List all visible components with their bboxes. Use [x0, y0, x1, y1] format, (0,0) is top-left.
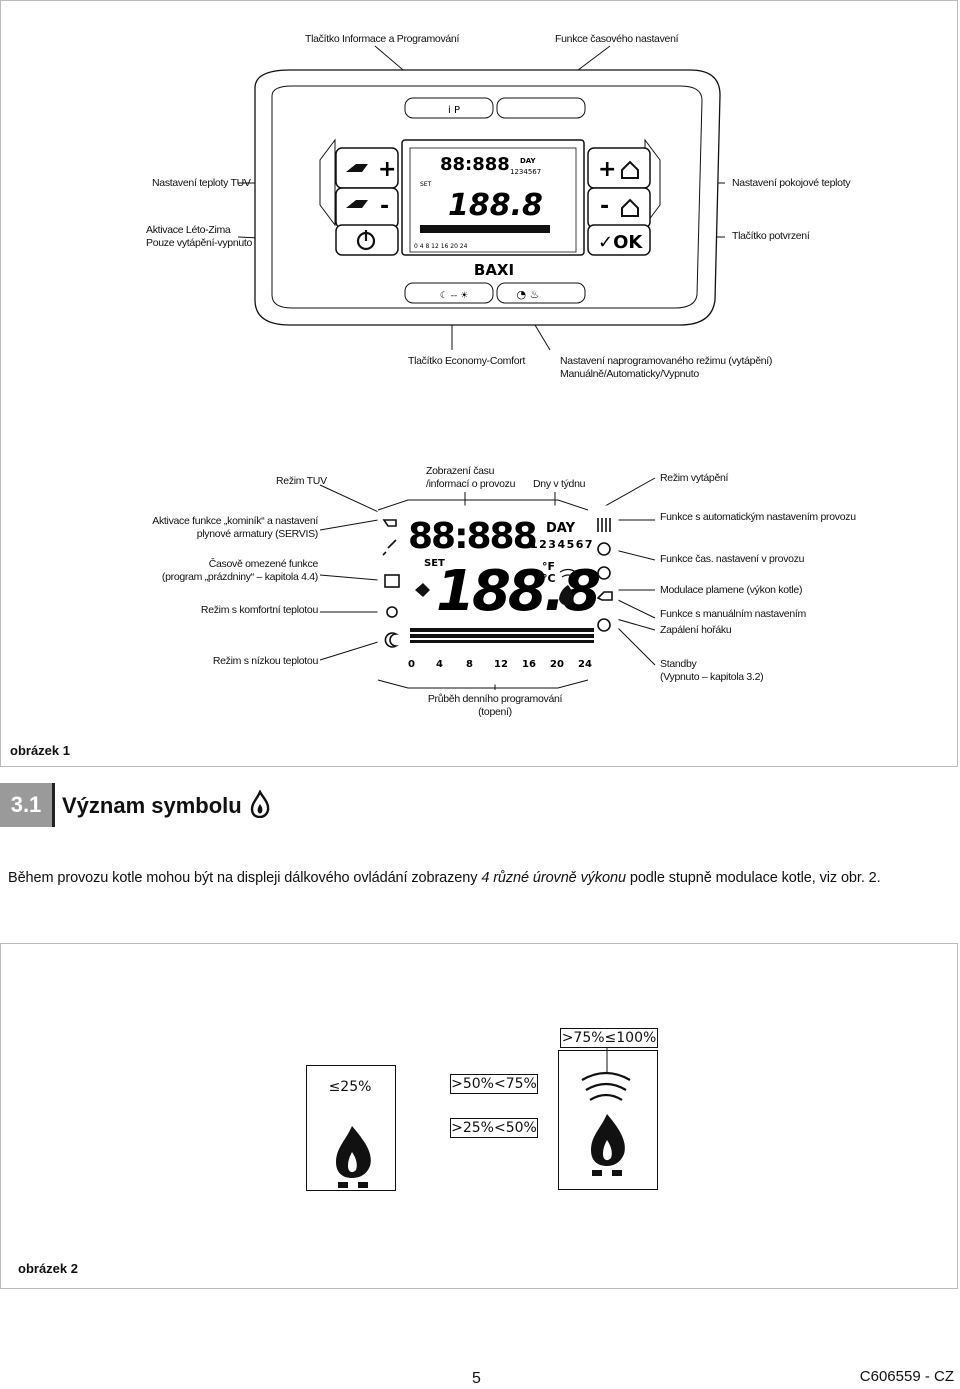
page-number: 5: [472, 1370, 481, 1387]
ok-button: [587, 224, 651, 256]
level-1-label: ≤25%: [320, 1078, 380, 1096]
label-room-temp: Nastavení pokojové teploty: [732, 177, 851, 189]
label-comfort: Režim s komfortní teplotou: [200, 604, 318, 616]
label-burner-on: Zapálení hořáku: [660, 624, 732, 636]
svg-text:SET: SET: [420, 181, 432, 188]
svg-text:188.8: 188.8: [448, 188, 543, 223]
figure-2-frame: [0, 943, 958, 1289]
label-days: Dny v týdnu: [533, 478, 586, 490]
svg-text:°F: °F: [542, 560, 555, 573]
label-flame-mod: Modulace plamene (výkon kotle): [660, 584, 803, 596]
suitcase-icon: [384, 574, 400, 588]
svg-text:✓OK: ✓OK: [598, 232, 643, 253]
hand-icon: [596, 591, 613, 601]
svg-text:8: 8: [466, 659, 473, 670]
label-timed-1: Časově omezené funkce: [208, 558, 319, 570]
svg-text:88:888: 88:888: [408, 516, 536, 557]
label-info-button: Tlačítko Informace a Programování: [305, 33, 460, 45]
label-auto-func: Funkce s automatickým nastavením provozu: [660, 511, 856, 523]
sun-icon: [386, 606, 398, 618]
level-3-label: >50%<75%: [450, 1074, 538, 1094]
section-title: Význam symbolu: [62, 789, 270, 819]
level-1-panel: [306, 1065, 396, 1191]
svg-text:88:888: 88:888: [440, 154, 510, 175]
level-4-panel: [558, 1050, 658, 1190]
info-button-glyph: i P: [448, 105, 460, 116]
label-mode-2: Manuálně/Automaticky/Vypnuto: [560, 368, 699, 380]
label-standby-1: Standby: [660, 658, 697, 670]
figure-1-frame: [0, 0, 958, 767]
svg-text:☾ -- ☀: ☾ -- ☀: [440, 291, 468, 301]
wrench-icon: [382, 539, 397, 556]
svg-text:+: +: [378, 157, 396, 182]
label-daily-prog-1: Průběh denního programování: [427, 693, 563, 705]
room-minus-button: [587, 187, 651, 229]
figure-2-caption: obrázek 2: [18, 1261, 78, 1276]
label-chimney-2: plynové armatury (SERVIS): [196, 528, 319, 540]
timer-icon: [597, 566, 611, 580]
tap-icon: [382, 519, 397, 527]
svg-text:12: 12: [494, 659, 508, 670]
svg-text:16: 16: [522, 659, 536, 670]
label-dhw-temp: Nastavení teploty TUV: [152, 177, 251, 189]
svg-text:+: +: [598, 157, 616, 182]
svg-text:°C: °C: [542, 572, 556, 585]
label-daily-prog-2: (topení): [478, 706, 512, 718]
svg-text:-: -: [380, 194, 389, 219]
label-manual-func: Funkce s manuálním nastavením: [660, 608, 806, 620]
label-chimney-1: Aktivace funkce „kominík“ a nastavení: [152, 515, 318, 527]
svg-text:SET: SET: [424, 558, 445, 569]
figure-1-caption: obrázek 1: [10, 743, 70, 758]
label-time-display-1: Zobrazení času: [426, 465, 495, 477]
label-economy-comfort: Tlačítko Economy-Comfort: [408, 355, 526, 367]
section-number: 3.1: [0, 783, 52, 827]
thermostat-drawing: i P ☾ -- ☀ ◔ ♨ + - + - ✓OK 88:888 DAY 12…: [237, 45, 725, 690]
label-dhw-mode: Režim TUV: [276, 475, 327, 487]
standby-icon: [597, 618, 611, 632]
label-mode-1: Nastavení naprogramovaného režimu (vytáp…: [560, 355, 773, 367]
svg-text:4: 4: [436, 659, 443, 670]
brand-logo: BAXI: [474, 261, 514, 279]
label-confirm: Tlačítko potvrzení: [732, 230, 810, 242]
svg-text:-: -: [600, 194, 609, 219]
clock-icon: [597, 542, 611, 556]
svg-text:1234567: 1234567: [510, 168, 541, 176]
para-text-1: Během provozu kotle mohou být na displej…: [8, 870, 482, 886]
para-text-2: podle stupně modulace kotle, viz obr. 2.: [625, 870, 881, 886]
label-heating-mode: Režim vytápění: [660, 472, 729, 484]
moon-icon: [384, 632, 399, 648]
svg-text:0: 0: [408, 659, 415, 670]
level-2-label: >25%<50%: [450, 1118, 538, 1138]
level-4-label: >75%≤100%: [560, 1028, 658, 1048]
flame-icon: [250, 789, 270, 819]
label-standby-2: (Vypnuto – kapitola 3.2): [660, 671, 764, 683]
svg-text:1234567: 1234567: [530, 538, 594, 551]
label-reduced: Režim s nízkou teplotou: [212, 655, 318, 667]
label-summer-winter-2: Pouze vytápění-vypnuto: [146, 237, 253, 249]
svg-text:188.8: 188.8: [436, 559, 599, 624]
label-timer-func: Funkce čas. nastavení v provozu: [660, 553, 805, 565]
svg-text:0 4 8 12 16 20 24: 0 4 8 12 16 20 24: [414, 243, 468, 250]
label-timed-2: (program „prázdniny“ – kapitola 4.4): [161, 571, 318, 583]
svg-text:24: 24: [578, 659, 592, 670]
para-emphasis: 4 různé úrovně výkonu: [481, 870, 626, 886]
label-summer-winter-1: Aktivace Léto-Zima: [146, 224, 231, 236]
section-divider: [52, 783, 55, 827]
label-time-setting: Funkce časového nastavení: [555, 33, 679, 45]
svg-text:DAY: DAY: [546, 521, 576, 536]
body-paragraph: Během provozu kotle mohou být na displej…: [8, 870, 881, 886]
svg-text:DAY: DAY: [520, 157, 537, 165]
document-code: C606559 - CZ: [859, 1368, 954, 1385]
svg-text:20: 20: [550, 659, 564, 670]
svg-text:◔ ♨: ◔ ♨: [517, 288, 540, 301]
section-title-text: Význam symbolu: [62, 793, 242, 818]
radiator-icon: [597, 518, 611, 532]
label-time-display-2: /informací o provozu: [426, 478, 516, 490]
